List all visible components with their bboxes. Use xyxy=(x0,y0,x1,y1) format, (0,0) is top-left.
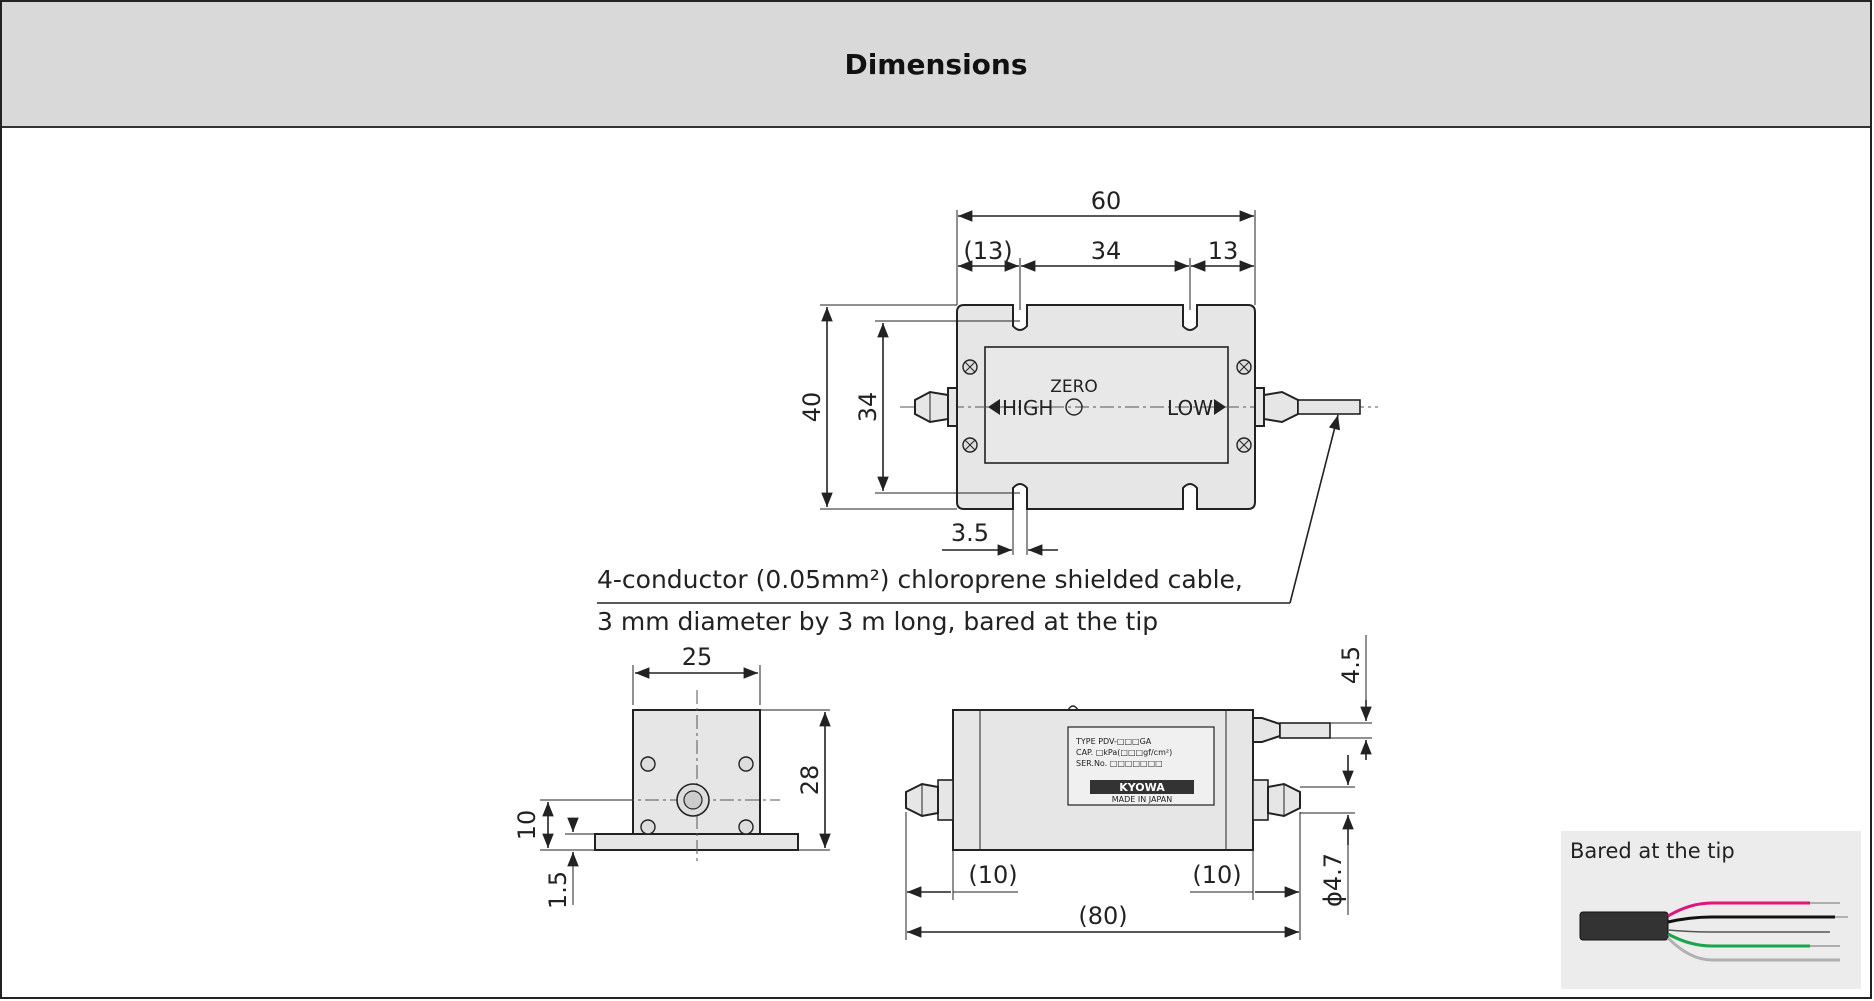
label-zero: ZERO xyxy=(1050,377,1098,397)
nameplate-origin: MADE IN JAPAN xyxy=(1112,795,1172,804)
dim-top-gap: 4.5 xyxy=(1337,646,1365,684)
label-high: HIGH xyxy=(1002,396,1053,420)
zero-adjust-icon xyxy=(1065,398,1083,416)
left-fitting-icon xyxy=(937,779,954,821)
label-panel xyxy=(984,346,1229,464)
wire-black xyxy=(1667,915,1835,924)
dim-seg-right: 13 xyxy=(1208,237,1239,265)
screw-icon xyxy=(962,359,1252,453)
dim-left-fitting: (10) xyxy=(968,861,1017,889)
dim-diameter: ϕ4.7 xyxy=(1319,853,1347,907)
nameplate-type: TYPE PDV-□□□GA xyxy=(1075,737,1152,746)
high-port-icon xyxy=(947,387,958,427)
dim-width-overall: 60 xyxy=(1091,187,1122,215)
dim-side-height: 28 xyxy=(796,765,824,796)
wire-bare xyxy=(1667,929,1830,933)
wire-white xyxy=(1666,936,1840,962)
page-title: Dimensions xyxy=(844,47,1028,81)
inset-title: Bared at the tip xyxy=(1570,839,1735,863)
cable-note-line1: 4-conductor (0.05mm²) chloroprene shield… xyxy=(597,565,1243,594)
dim-height-inner: 34 xyxy=(854,392,882,423)
dim-seg-mid: 34 xyxy=(1091,237,1122,265)
label-low: LOW xyxy=(1167,396,1213,420)
dim-right-fitting: (10) xyxy=(1192,861,1241,889)
low-port-icon xyxy=(1254,387,1265,427)
dim-front-overall: (80) xyxy=(1078,902,1127,930)
nameplate-brand: KYOWA xyxy=(1119,781,1165,794)
top-view: 60 (13) 34 13 HIG xyxy=(798,187,1378,556)
dim-height-overall: 40 xyxy=(798,392,826,423)
wire-green xyxy=(1667,932,1810,948)
inset-panel xyxy=(1561,831,1861,989)
dim-side-base: 10 xyxy=(513,810,541,841)
bared-tip-inset: Bared at the tip xyxy=(1561,831,1861,989)
nameplate-cap: CAP. □kPa(□□□gf/cm²) xyxy=(1076,748,1172,757)
cable-stub xyxy=(1297,399,1361,415)
dim-side-width: 25 xyxy=(682,643,713,671)
screw-icon xyxy=(640,756,754,835)
side-view: 25 28 10 1.5 xyxy=(513,643,831,909)
front-view: TYPE PDV-□□□GA CAP. □kPa(□□□gf/cm²) SER.… xyxy=(905,635,1372,940)
right-fitting-icon xyxy=(1252,779,1269,821)
cable-gland-icon xyxy=(1252,717,1281,743)
cable-jacket-icon xyxy=(1579,911,1669,941)
dim-slot: 3.5 xyxy=(951,519,989,547)
header-bar: Dimensions xyxy=(2,2,1870,128)
dim-side-plate: 1.5 xyxy=(544,871,572,909)
cable-note: 4-conductor (0.05mm²) chloroprene shield… xyxy=(597,414,1341,636)
nameplate-serial: SER.No. □□□□□□□ xyxy=(1076,759,1163,768)
dim-seg-left: (13) xyxy=(963,237,1012,265)
wire-red xyxy=(1667,901,1810,918)
cable-note-line2: 3 mm diameter by 3 m long, bared at the … xyxy=(597,607,1158,636)
